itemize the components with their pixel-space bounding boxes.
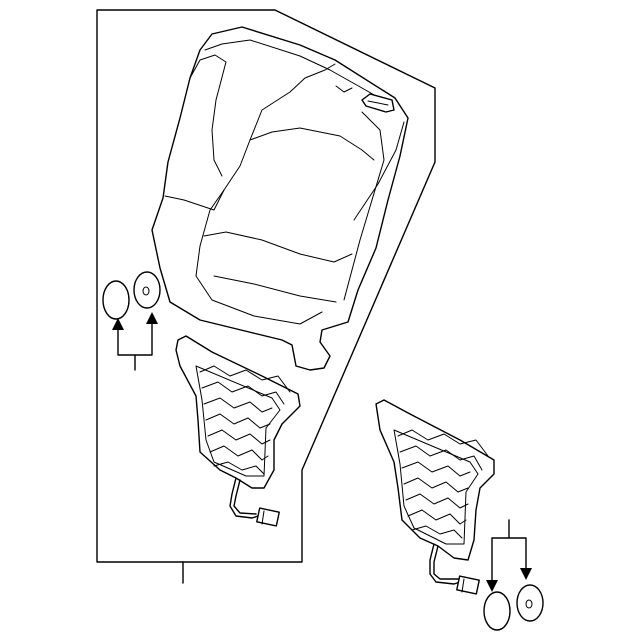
pad-wire-right-2: [433, 545, 459, 580]
plug-disc-right: [483, 591, 511, 631]
pad-wire-connector: [229, 477, 280, 527]
connector-icon: [456, 575, 480, 595]
washer-disc-right: [516, 584, 544, 622]
plug-washer-pair-left: [102, 271, 161, 371]
cushion-top-seam: [204, 39, 301, 57]
pad-inner-border-right: [393, 429, 479, 545]
cushion-inner-upper: [249, 127, 375, 161]
arrow-down-icon: [520, 568, 532, 580]
cushion-left-bolster: [189, 54, 227, 177]
pad-outline-right: [375, 399, 495, 561]
pad-heating-element-right: [397, 429, 489, 539]
seat-heater-pad-right: [375, 399, 495, 595]
pad-heating-element-left: [199, 365, 291, 475]
pad-inner-border-left: [195, 365, 281, 477]
tag-mark: [335, 85, 353, 93]
cushion-inner-left: [195, 189, 323, 325]
cushion-mid-seam: [203, 231, 353, 263]
washer-bracket-left: [117, 320, 153, 371]
connector-divider: [261, 510, 265, 525]
washer-hole-left: [142, 286, 150, 296]
cushion-lower-seam: [213, 275, 337, 303]
pad-wire-left-2: [233, 479, 257, 515]
cushion-side-panel: [353, 121, 405, 221]
assembly-outline: [96, 9, 436, 563]
cushion-right-bolster: [343, 111, 385, 301]
washer-disc-left: [133, 271, 161, 309]
arrow-down-icon: [486, 580, 498, 592]
washer-hole-right: [525, 599, 533, 609]
cushion-outline: [151, 26, 409, 371]
plug-washer-pair-right: [483, 519, 544, 631]
connector-icon: [256, 507, 280, 527]
seat-back-cushion: [151, 26, 409, 371]
washer-bracket-right: [491, 519, 527, 581]
pad-wire-right: [429, 543, 461, 585]
seat-heater-pad-left: [175, 335, 301, 489]
pad-outline-left: [175, 335, 301, 489]
handle-slot-inner: [367, 100, 389, 106]
connector-divider: [461, 578, 465, 593]
arrow-up-icon: [146, 312, 158, 324]
plug-disc-left: [102, 280, 130, 320]
pad-wire-left: [229, 477, 259, 519]
arrow-up-icon: [112, 318, 124, 330]
